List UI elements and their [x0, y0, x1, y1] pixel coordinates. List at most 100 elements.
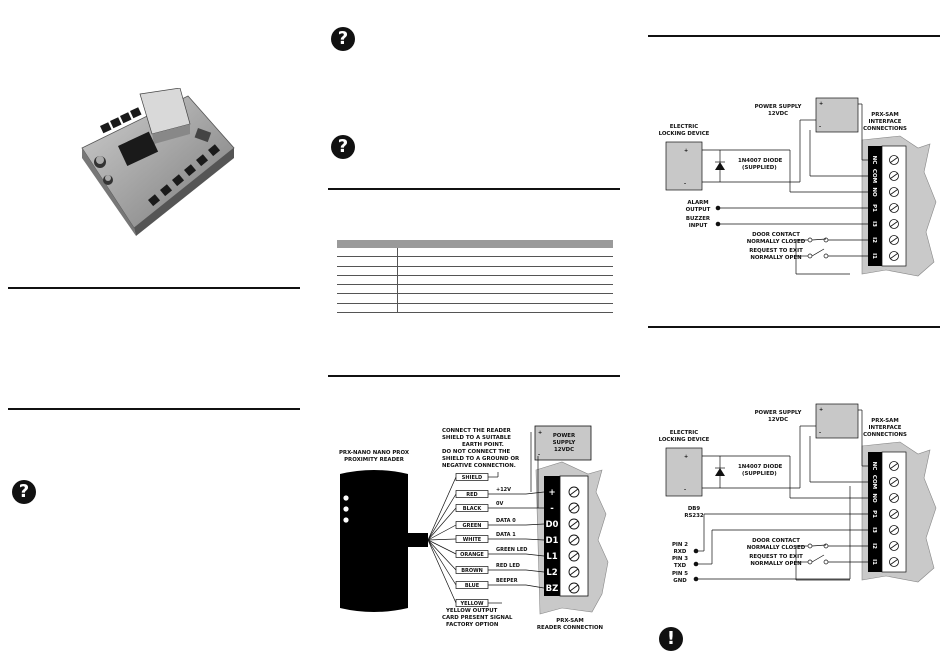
- power-supply-label: POWER SUPPLY: [755, 410, 802, 416]
- terminal-label: +: [548, 488, 555, 498]
- signal-label: RED LED: [496, 563, 520, 569]
- svg-text:POWER: POWER: [553, 433, 576, 439]
- buzzer-label: BUZZER: [686, 216, 711, 222]
- terminal-label: I2: [871, 237, 877, 243]
- terminal-label: P1: [871, 510, 877, 518]
- terminal-label: BZ: [546, 584, 559, 594]
- svg-text:EARTH POINT.: EARTH POINT.: [462, 442, 504, 448]
- rte-label: REQUEST TO EXIT: [749, 554, 803, 560]
- terminal-label: I2: [871, 543, 877, 549]
- diode-symbol: [715, 468, 725, 476]
- svg-text:NEGATIVE CONNECTION.: NEGATIVE CONNECTION.: [442, 463, 516, 469]
- section-divider: [8, 287, 300, 289]
- svg-text:YELLOW OUTPUT: YELLOW OUTPUT: [445, 608, 498, 614]
- interface-label: INTERFACE: [869, 119, 902, 125]
- wire-color-label: RED: [466, 492, 477, 498]
- alarm-label: OUTPUT: [686, 207, 711, 213]
- question-icon: ?: [331, 135, 355, 159]
- connection-table: [337, 240, 613, 314]
- terminal-label-strip: [868, 452, 882, 572]
- terminal-label: L1: [546, 552, 557, 562]
- terminal-label: P1: [871, 204, 877, 212]
- terminal-label-strip: [544, 476, 560, 596]
- power-supply-box: [815, 97, 859, 133]
- table-header-cell: [397, 240, 613, 248]
- rte-label: NORMALLY OPEN: [750, 255, 802, 261]
- power-supply-box: [815, 403, 859, 439]
- terminal-label: I1: [871, 253, 877, 259]
- svg-text:-: -: [819, 430, 821, 436]
- svg-text:SHIELD TO A GROUND OR: SHIELD TO A GROUND OR: [442, 456, 520, 462]
- door-contact-label: DOOR CONTACT: [752, 538, 800, 544]
- table-row: [337, 284, 613, 295]
- terminal-label: COM: [871, 475, 877, 489]
- buzzer-label: INPUT: [689, 223, 708, 229]
- diode-label: (SUPPLIED): [742, 165, 777, 171]
- wire-color-label: ORANGE: [460, 552, 484, 558]
- locking-device-label: ELECTRIC: [670, 124, 699, 130]
- locking-device-label: ELECTRIC: [670, 430, 699, 436]
- terminal-label: D0: [546, 520, 559, 530]
- db9-label: DB9: [688, 506, 701, 512]
- interface-label: PRX-SAM: [871, 112, 898, 118]
- question-icon: ?: [331, 27, 355, 51]
- terminal-label: D1: [546, 536, 559, 546]
- product-photo: [81, 88, 235, 236]
- rte-label: NORMALLY OPEN: [750, 561, 802, 567]
- terminal-label: -: [550, 504, 554, 514]
- shield-note: CONNECT THE READER SHIELD TO A SUITABLE …: [442, 428, 520, 469]
- svg-text:READER CONNECTION: READER CONNECTION: [537, 625, 604, 631]
- terminal-label: COM: [871, 169, 877, 183]
- svg-text:CARD PRESENT SIGNAL: CARD PRESENT SIGNAL: [442, 615, 513, 621]
- terminal-label: NO: [871, 187, 877, 197]
- table-row: [337, 248, 613, 258]
- interface-label: PRX-SAM: [871, 418, 898, 424]
- svg-text:-: -: [538, 452, 540, 458]
- wire-color-label: BLUE: [465, 583, 480, 589]
- diode-label: (SUPPLIED): [742, 471, 777, 477]
- table-header-cell: [337, 240, 398, 248]
- section-divider: [648, 326, 940, 328]
- terminal-label: NO: [871, 493, 877, 503]
- signal-label: GREEN LED: [496, 547, 527, 553]
- section-divider: [648, 35, 940, 37]
- reader-title: PROXIMITY READER: [344, 457, 405, 463]
- rte-label: REQUEST TO EXIT: [749, 248, 803, 254]
- diode-label: 1N4007 DIODE: [738, 464, 783, 470]
- door-contact-label: NORMALLY CLOSED: [747, 239, 806, 245]
- wire-color-label: BLACK: [463, 506, 483, 512]
- wire-color-label: GREEN: [463, 523, 482, 529]
- interface-label: CONNECTIONS: [863, 432, 907, 438]
- terminal-label: L2: [546, 568, 557, 578]
- svg-text:-: -: [819, 124, 821, 130]
- terminal-label: NC: [871, 156, 877, 165]
- yellow-note: YELLOW OUTPUT CARD PRESENT SIGNAL FACTOR…: [442, 608, 513, 628]
- svg-text:+: +: [819, 101, 823, 107]
- signal-label: 0V: [496, 501, 503, 507]
- terminal-label: I1: [871, 559, 877, 565]
- terminal-label-strip: [868, 146, 882, 266]
- svg-text:+: +: [819, 407, 823, 413]
- terminal-label: I3: [871, 221, 877, 227]
- locking-device-label: LOCKING DEVICE: [659, 437, 710, 443]
- interface-label: CONNECTIONS: [863, 126, 907, 132]
- power-supply-box: [534, 425, 592, 461]
- table-row: [337, 303, 613, 314]
- signal-label: +12V: [496, 487, 511, 493]
- svg-text:+: +: [684, 148, 688, 154]
- table-row: [337, 256, 613, 267]
- locking-device-box: [665, 447, 703, 497]
- diode-label: 1N4007 DIODE: [738, 158, 783, 164]
- db9-label: RS232: [684, 513, 704, 519]
- diode-symbol: [715, 162, 725, 170]
- section-divider: [328, 188, 620, 190]
- proximity-reader: [340, 470, 408, 612]
- door-contact-label: DOOR CONTACT: [752, 232, 800, 238]
- door-contact-label: NORMALLY CLOSED: [747, 545, 806, 551]
- pin-label: TXD: [674, 563, 687, 569]
- svg-text:-: -: [684, 487, 686, 493]
- svg-text:PRX-SAM: PRX-SAM: [556, 618, 583, 624]
- locking-device-box: [665, 141, 703, 191]
- terminal-label: I3: [871, 527, 877, 533]
